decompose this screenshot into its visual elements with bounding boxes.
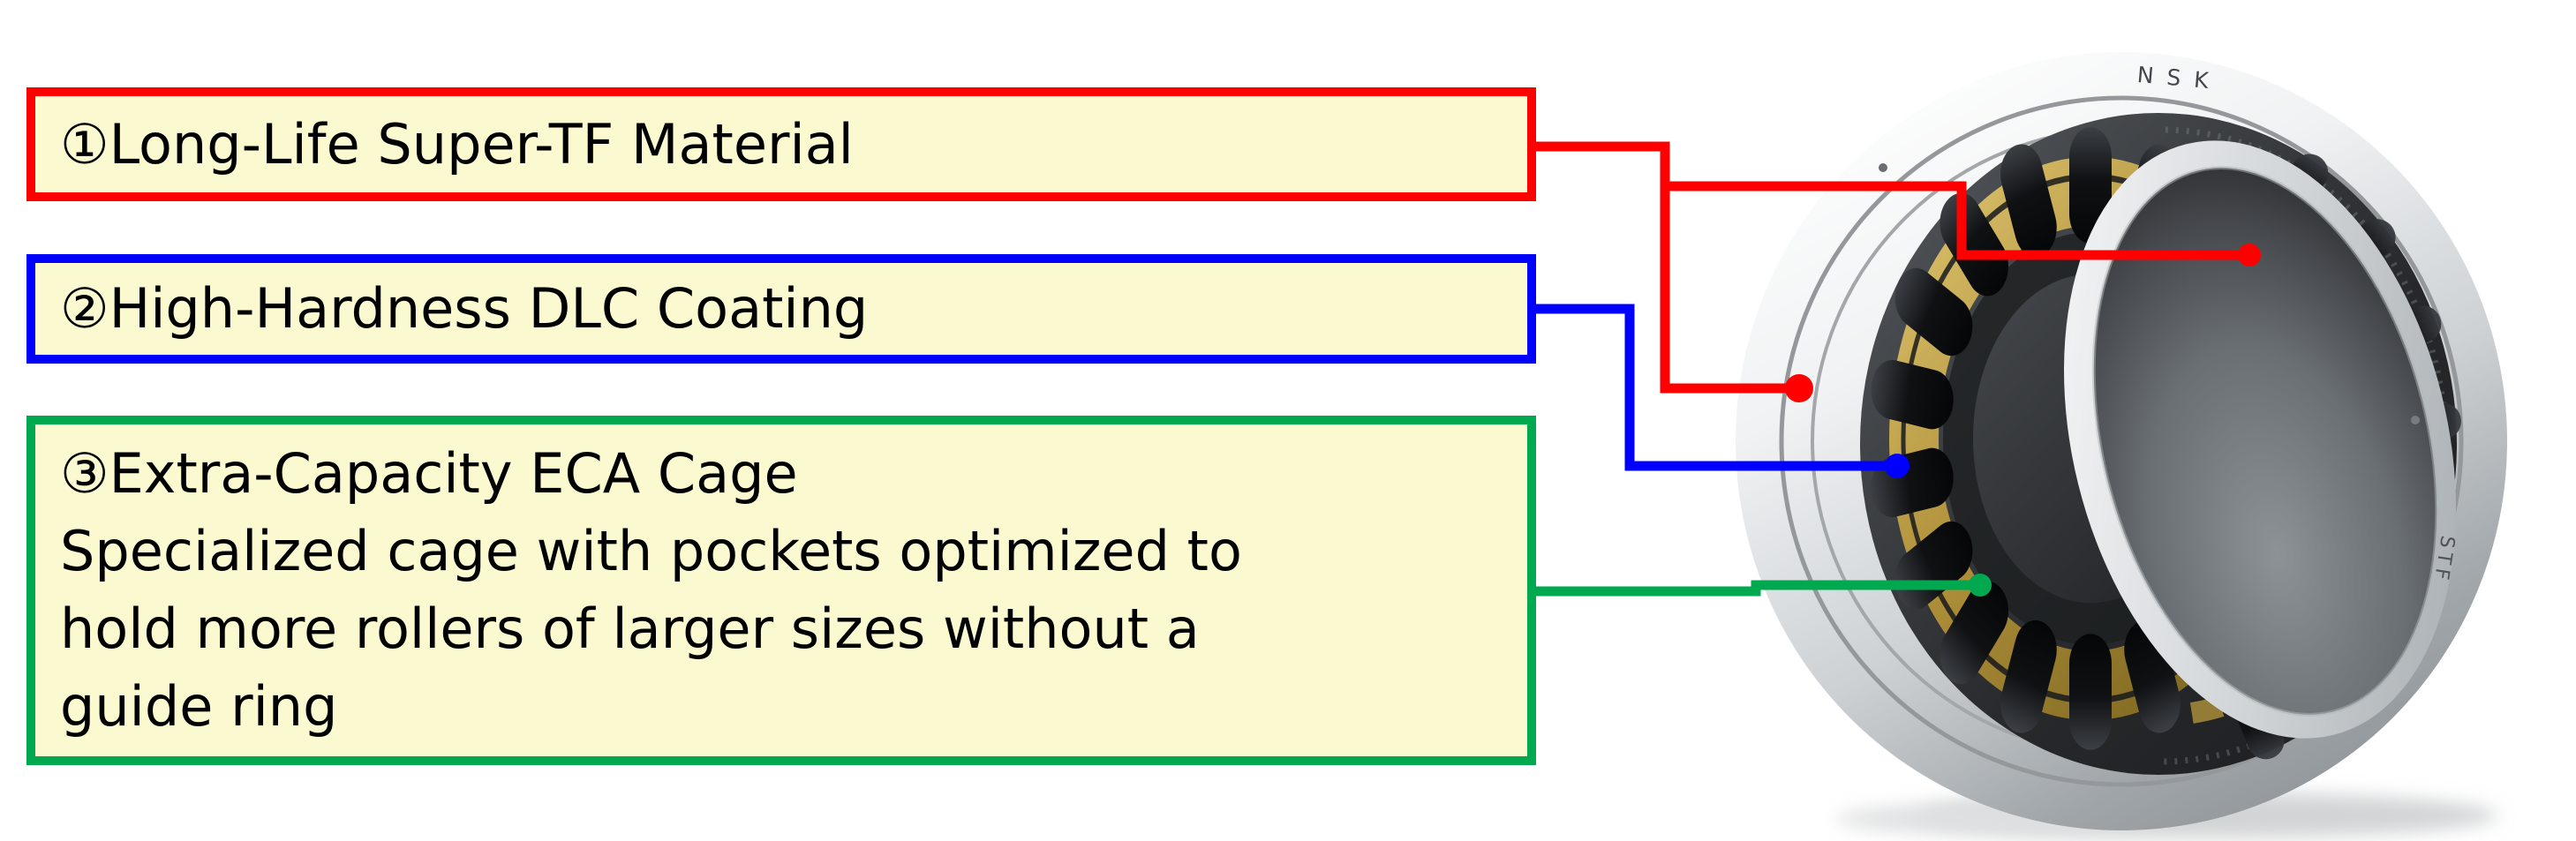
callout-2-text: ②High-Hardness DLC Coating bbox=[60, 276, 869, 341]
connector-red-dot-outer-ring bbox=[1785, 374, 1813, 402]
connector-blue bbox=[1532, 304, 1891, 471]
connectors bbox=[1532, 141, 2261, 597]
connector-red-dot-raceway bbox=[2238, 244, 2261, 267]
ring-pin-hole bbox=[1879, 163, 1887, 172]
callout-1-text: ①Long-Life Super-TF Material bbox=[60, 111, 854, 176]
callout-3-title: ③Extra-Capacity ECA Cage bbox=[60, 441, 798, 506]
bore bbox=[2093, 168, 2437, 715]
callout-3-description-line-1: Specialized cage with pockets optimized … bbox=[60, 519, 1242, 583]
connector-blue-dot-roller bbox=[1885, 454, 1909, 478]
callout-3-description-line-3: guide ring bbox=[60, 674, 338, 739]
bearing-photo: NSK STF bbox=[1736, 52, 2507, 838]
outer-ring-groove bbox=[1779, 95, 2464, 787]
connector-green bbox=[1532, 580, 1974, 597]
rim-pin-hole bbox=[2411, 416, 2420, 424]
callout-box-high-hardness-dlc-coating: ②High-Hardness DLC Coating bbox=[26, 254, 1536, 364]
bore-rim-highlight bbox=[2091, 166, 2439, 717]
connector-green-dot-cage bbox=[1969, 574, 1992, 597]
connector-red-branch bbox=[1665, 181, 2244, 260]
callout-box-extra-capacity-eca-cage: ③Extra-Capacity ECA Cage Specialized cag… bbox=[26, 416, 1536, 765]
callout-box-long-life-super-tf-material: ①Long-Life Super-TF Material bbox=[26, 87, 1536, 201]
callout-3-description-line-2: hold more rollers of larger sizes withou… bbox=[60, 597, 1200, 661]
connector-red-main bbox=[1532, 141, 1792, 394]
